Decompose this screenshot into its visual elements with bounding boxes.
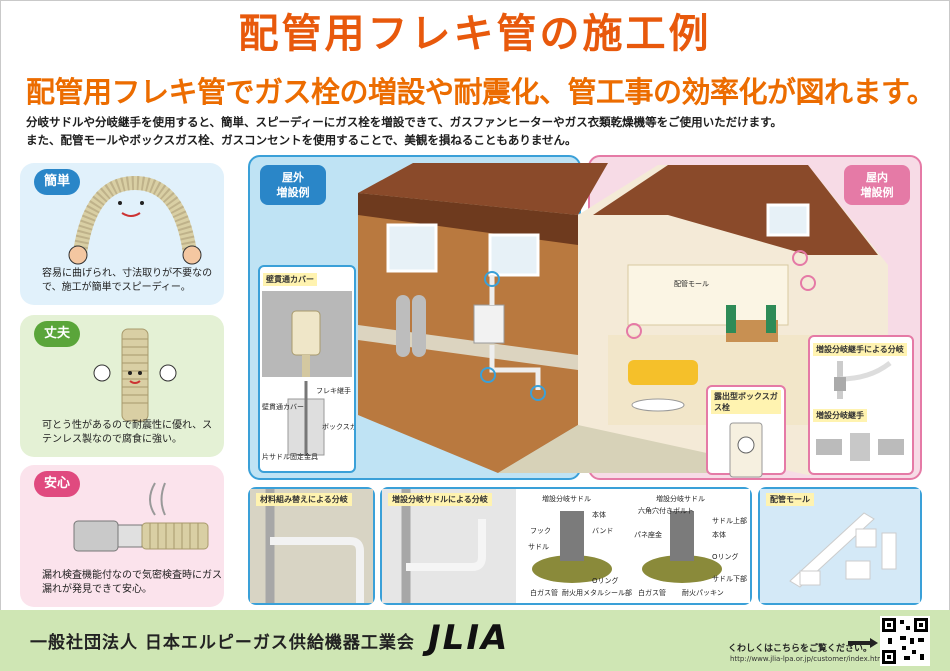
saddle2-body: 本体	[712, 530, 726, 539]
saddle2-packing: 耐火パッキン	[682, 588, 724, 597]
material-switch-drawing	[250, 489, 373, 603]
exposed-box-gas-title: 露出型ボックスガス栓	[711, 390, 781, 414]
saddle2-lower: サドル下部	[712, 574, 747, 583]
feature-durable-text: 可とう性があるので耐震性に優れ、ステンレス製なので腐食に強い。	[42, 420, 213, 445]
feature-safe-panel: 安心 漏れ検査機能付なので気密検査時にガス漏れが発見できて安心。	[20, 465, 224, 607]
description-line-1: 分岐サドルや分岐継手を使用すると、簡単、スピーディーにガス栓を増設できて、ガスフ…	[26, 115, 783, 129]
branch-joint-callout: 増設分岐継手による分岐 増設分岐継手	[808, 335, 914, 475]
outdoor-label-line-1: 屋外	[282, 171, 304, 184]
saddle1-hook: フック	[530, 527, 551, 535]
saddle1-white-pipe: 白ガス管	[530, 588, 558, 597]
feature-durable-badge: 丈夫	[34, 321, 80, 347]
feature-easy-panel: 簡単 容易に曲げられ、寸法取りが不要なので、施工が簡単でスピーディー。	[20, 163, 224, 305]
indoor-label-line-1: 屋内	[866, 171, 888, 184]
saddle1-band: バンド	[592, 527, 613, 535]
more-info-text: くわしくはこちらをご覧ください。	[728, 644, 873, 654]
indoor-label: 屋内 増設例	[844, 165, 910, 205]
strong-pipe-character-illustration	[93, 328, 177, 422]
material-switch-title: 材料組み替えによる分岐	[256, 493, 352, 506]
saddle1-saddle: サドル	[528, 543, 549, 551]
wall-cover-callout: 壁貫通カバー 壁貫通カバー フレキ継手 片サドル固定金具 ボックスガス栓	[258, 265, 371, 473]
description: 分岐サドルや分岐継手を使用すると、簡単、スピーディーにガス栓を増設できて、ガスフ…	[26, 113, 926, 149]
bent-flexible-pipe-illustration	[68, 175, 202, 265]
saddle2-upper: サドル上部	[712, 516, 747, 525]
pipe-mold-title: 配管モール	[766, 493, 814, 506]
wall-cover-callout-title: 壁貫通カバー	[263, 273, 317, 286]
saddle-branch-panel: 増設分岐サドルによる分岐 増設分岐サドル 増設分岐サドル 本体 フック バンド …	[380, 487, 752, 605]
saddle1-oring: Oリング	[592, 576, 619, 585]
wall-cover-detail-drawing: 壁貫通カバー フレキ継手 片サドル固定金具 ボックスガス栓	[262, 291, 371, 461]
page-subtitle: 配管用フレキ管でガス栓の増設や耐震化、管工事の効率化が図れます。	[26, 75, 936, 109]
outdoor-label-line-2: 増設例	[276, 186, 310, 199]
jlia-logo: JLIA	[428, 618, 510, 658]
branch-joint-label: 増設分岐継手	[813, 409, 867, 422]
branch-joint-callout-title: 増設分岐継手による分岐	[813, 343, 907, 356]
feature-durable-panel: 丈夫 可とう性があるので耐震性に優れ、ステンレス製なので腐食に強い。	[20, 315, 224, 457]
branch-joint-installed-drawing	[834, 361, 892, 399]
organization-name: 一般社団法人 日本エルピーガス供給機器工業会	[30, 633, 415, 653]
exposed-box-gas-callout: 露出型ボックスガス栓	[706, 385, 786, 478]
saddle2-white-pipe: 白ガス管	[638, 588, 666, 597]
saddle2-oring: Oリング	[712, 552, 739, 561]
wall-cover-label: 壁貫通カバー	[262, 402, 304, 411]
material-switch-panel: 材料組み替えによる分岐	[248, 487, 375, 605]
saddle2-bolt: 六角穴付きボルト	[638, 506, 694, 515]
saddle-branch-drawing: 増設分岐サドル 増設分岐サドル 本体 フック バンド サドル Oリング 白ガス管…	[382, 489, 750, 603]
outdoor-label: 屋外 増設例	[260, 165, 326, 205]
house-illustration: 壁貫通カバー 壁貫通カバー フレキ継手 片サドル固定金具 ボックスガス栓 露出型…	[248, 155, 922, 480]
pipe-mold-panel: 配管モール	[758, 487, 922, 605]
leak-test-fitting-illustration	[73, 482, 209, 552]
saddle2-title: 増設分岐サドル	[656, 494, 705, 503]
exposed-box-gas-drawing	[729, 422, 763, 478]
page-title: 配管用フレキ管の施工例	[238, 11, 712, 57]
qr-code-pattern	[882, 618, 928, 664]
description-line-2: また、配管モールやボックスガス栓、ガスコンセントを使用することで、美観を損ねるこ…	[26, 133, 577, 147]
indoor-label-line-2: 増設例	[860, 186, 894, 199]
arrow-right-icon	[848, 638, 878, 648]
feature-safe-badge: 安心	[34, 471, 80, 497]
saddle1-body: 本体	[592, 510, 606, 519]
website-link[interactable]: http://www.jlia-lpa.or.jp/customer/index…	[730, 655, 886, 663]
saddle2-washer: パネ座金	[634, 530, 662, 539]
flex-joint-label: フレキ継手	[316, 386, 351, 395]
feature-safe-text: 漏れ検査機能付なので気密検査時にガス漏れが発見できて安心。	[42, 570, 222, 595]
branch-joint-parts-drawing	[816, 433, 904, 461]
saddle-branch-title: 増設分岐サドルによる分岐	[388, 493, 492, 506]
feature-easy-text: 容易に曲げられ、寸法取りが不要なので、施工が簡単でスピーディー。	[42, 268, 213, 293]
pipe-mold-drawing	[760, 489, 920, 603]
saddle1-title: 増設分岐サドル	[542, 494, 591, 503]
qr-code-icon[interactable]	[880, 616, 930, 666]
saddle-fixture-label: 片サドル固定金具	[262, 452, 318, 461]
feature-easy-badge: 簡単	[34, 169, 80, 195]
saddle1-metal-seal: 耐火用メタルシール部	[562, 588, 632, 597]
box-gas-valve-label: ボックスガス栓	[322, 422, 354, 431]
pipe-mold-label: 配管モール	[674, 280, 709, 288]
footer-band	[0, 610, 950, 671]
